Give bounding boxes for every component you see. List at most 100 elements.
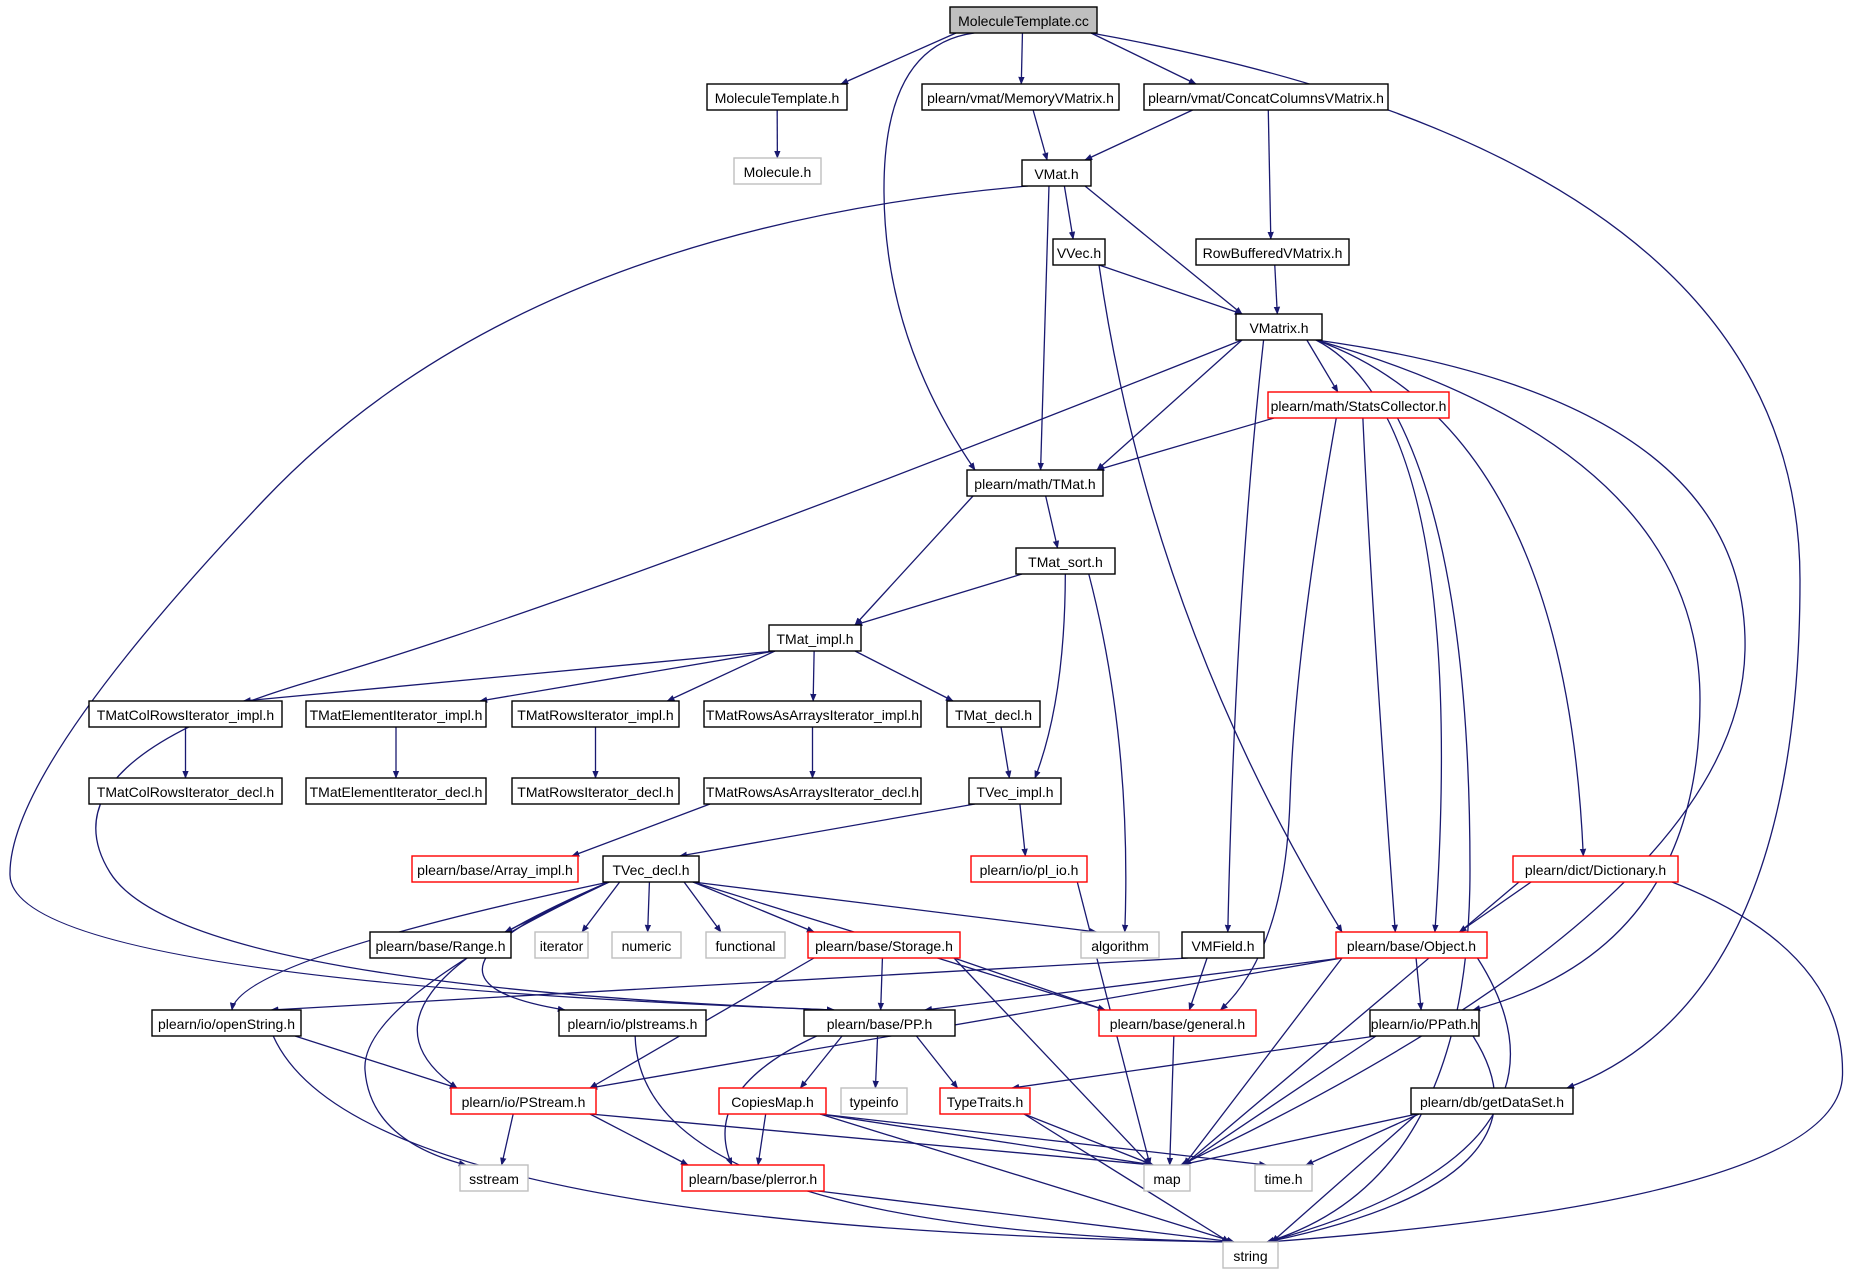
node-plio[interactable]: plearn/io/pl_io.h [970,855,1088,883]
node-box [1143,83,1389,111]
node-label: algorithm [1091,938,1149,954]
edge-copiesmap-to-timeh [819,1113,1268,1168]
node-vmfield[interactable]: VMField.h [1181,931,1265,959]
node-plerror[interactable]: plearn/base/plerror.h [681,1164,825,1192]
node-typetraits[interactable]: TypeTraits.h [939,1087,1031,1115]
edge-object-to-ppath [1415,957,1424,1011]
node-tmatdecl[interactable]: TMat_decl.h [946,700,1041,728]
node-label: VMField.h [1191,938,1254,954]
node-label: MoleculeTemplate.cc [958,13,1089,29]
node-label: TMatColRowsIterator_decl.h [97,784,274,800]
node-box [706,83,848,111]
node-colitd[interactable]: TMatColRowsIterator_decl.h [88,777,283,805]
edge-vvec-to-object [1098,264,1343,933]
edge-object-to-map [1183,957,1343,1166]
edge-tmatimpl-to-rowit [666,650,776,702]
node-label: CopiesMap.h [731,1094,814,1110]
node-label: plearn/io/pl_io.h [980,862,1079,878]
edge-pstream-to-map [589,1113,1154,1168]
node-raaitd[interactable]: TMatRowsAsArraysIterator_decl.h [703,777,922,805]
edge-ppath-to-typetraits [1011,1035,1377,1091]
edge-tmatimpl-to-colit [242,650,776,704]
node-elit[interactable]: TMatElementIterator_impl.h [305,700,487,728]
edge-rbvm-to-vmatrix [1273,264,1281,315]
node-vvec[interactable]: VVec.h [1052,238,1106,266]
edge-dict-to-object [1458,881,1532,933]
node-label: plearn/base/general.h [1110,1016,1245,1032]
node-openstr[interactable]: plearn/io/openString.h [151,1009,302,1037]
node-arrimpl[interactable]: plearn/base/Array_impl.h [411,855,579,883]
edge-tvecdecl-to-storage [692,881,815,933]
node-rbvm[interactable]: RowBufferedVMatrix.h [1195,238,1350,266]
edge-copiesmap-to-plerror [755,1113,767,1166]
node-label: plearn/vmat/ConcatColumnsVMatrix.h [1148,90,1384,106]
node-label: plearn/base/Array_impl.h [417,862,573,878]
edge-tmatdecl-to-tvecimpl [1000,726,1012,779]
node-tmatsort[interactable]: TMat_sort.h [1015,547,1116,575]
node-box [305,777,487,805]
node-memvm[interactable]: plearn/vmat/MemoryVMatrix.h [921,83,1120,111]
edge-object-to-pp [924,957,1343,1013]
node-label: plearn/io/plstreams.h [568,1016,698,1032]
node-box [1015,547,1116,575]
node-rowitd[interactable]: TMatRowsIterator_decl.h [511,777,680,805]
node-label: map [1153,1171,1180,1187]
edge-vmat-to-vmatrix [1084,185,1243,315]
node-range[interactable]: plearn/base/Range.h [369,931,512,959]
node-vmat[interactable]: VMat.h [1021,159,1092,187]
node-tvecdecl[interactable]: TVec_decl.h [602,855,700,883]
node-raait[interactable]: TMatRowsAsArraysIterator_impl.h [703,700,922,728]
node-elitd[interactable]: TMatElementIterator_decl.h [305,777,487,805]
node-numeric: numeric [611,931,682,959]
node-string: string [1222,1241,1279,1269]
node-box [1335,931,1488,959]
edge-ppath-to-map [1183,1035,1377,1166]
node-label: plearn/base/Object.h [1347,938,1476,954]
node-box [1512,855,1679,883]
edge-storage-to-general [953,957,1106,1011]
node-vmatrix[interactable]: VMatrix.h [1235,313,1323,341]
edge-vmatrix-to-pp [95,339,1243,1013]
node-rowit[interactable]: TMatRowsIterator_impl.h [511,700,680,728]
node-mt_h[interactable]: MoleculeTemplate.h [706,83,848,111]
node-box [939,1087,1031,1115]
node-tvecimpl[interactable]: TVec_impl.h [968,777,1062,805]
node-root[interactable]: MoleculeTemplate.cc [949,6,1098,34]
node-tmat[interactable]: plearn/math/TMat.h [966,469,1104,497]
node-label: plearn/base/PP.h [827,1016,933,1032]
edge-pstream-to-sstream [500,1113,514,1166]
edge-dict-to-string [1266,881,1844,1245]
edge-plerror-to-string [817,1190,1235,1245]
edge-pp-to-typeinfo [872,1035,879,1089]
edge-pstream-to-plerror [589,1113,689,1166]
node-copiesmap[interactable]: CopiesMap.h [718,1087,827,1115]
node-box [968,777,1062,805]
node-box [703,777,922,805]
node-tmatimpl[interactable]: TMat_impl.h [768,624,862,652]
node-box [88,777,283,805]
node-getdataset[interactable]: plearn/db/getDataSet.h [1410,1087,1574,1115]
edge-root-to-mt_h [840,32,957,85]
node-box [1235,313,1323,341]
node-algorithm: algorithm [1080,931,1160,959]
node-object[interactable]: plearn/base/Object.h [1335,931,1488,959]
edge-stats-to-tmat [1096,417,1275,472]
node-box [1195,238,1350,266]
node-colit[interactable]: TMatColRowsIterator_impl.h [88,700,283,728]
edge-tvecimpl-to-tvecdecl [679,803,976,858]
node-box [803,1009,956,1037]
file-nodes: MoleculeTemplate.ccMoleculeTemplate.hMol… [88,6,1679,1269]
edge-tmatsort-to-tmatimpl [854,573,1023,626]
node-label: plearn/dict/Dictionary.h [1525,862,1666,878]
edge-dict-to-map [1183,881,1520,1166]
node-pp[interactable]: plearn/base/PP.h [803,1009,956,1037]
node-storage[interactable]: plearn/base/Storage.h [807,931,961,959]
node-pstream[interactable]: plearn/io/PStream.h [450,1087,597,1115]
node-plstreams[interactable]: plearn/io/plstreams.h [558,1009,707,1037]
node-label: plearn/io/PStream.h [462,1094,586,1110]
node-stats[interactable]: plearn/math/StatsCollector.h [1267,391,1450,419]
node-ccvm[interactable]: plearn/vmat/ConcatColumnsVMatrix.h [1143,83,1389,111]
node-ppath[interactable]: plearn/io/PPath.h [1369,1009,1480,1037]
node-dict[interactable]: plearn/dict/Dictionary.h [1512,855,1679,883]
node-general[interactable]: plearn/base/general.h [1098,1009,1257,1037]
